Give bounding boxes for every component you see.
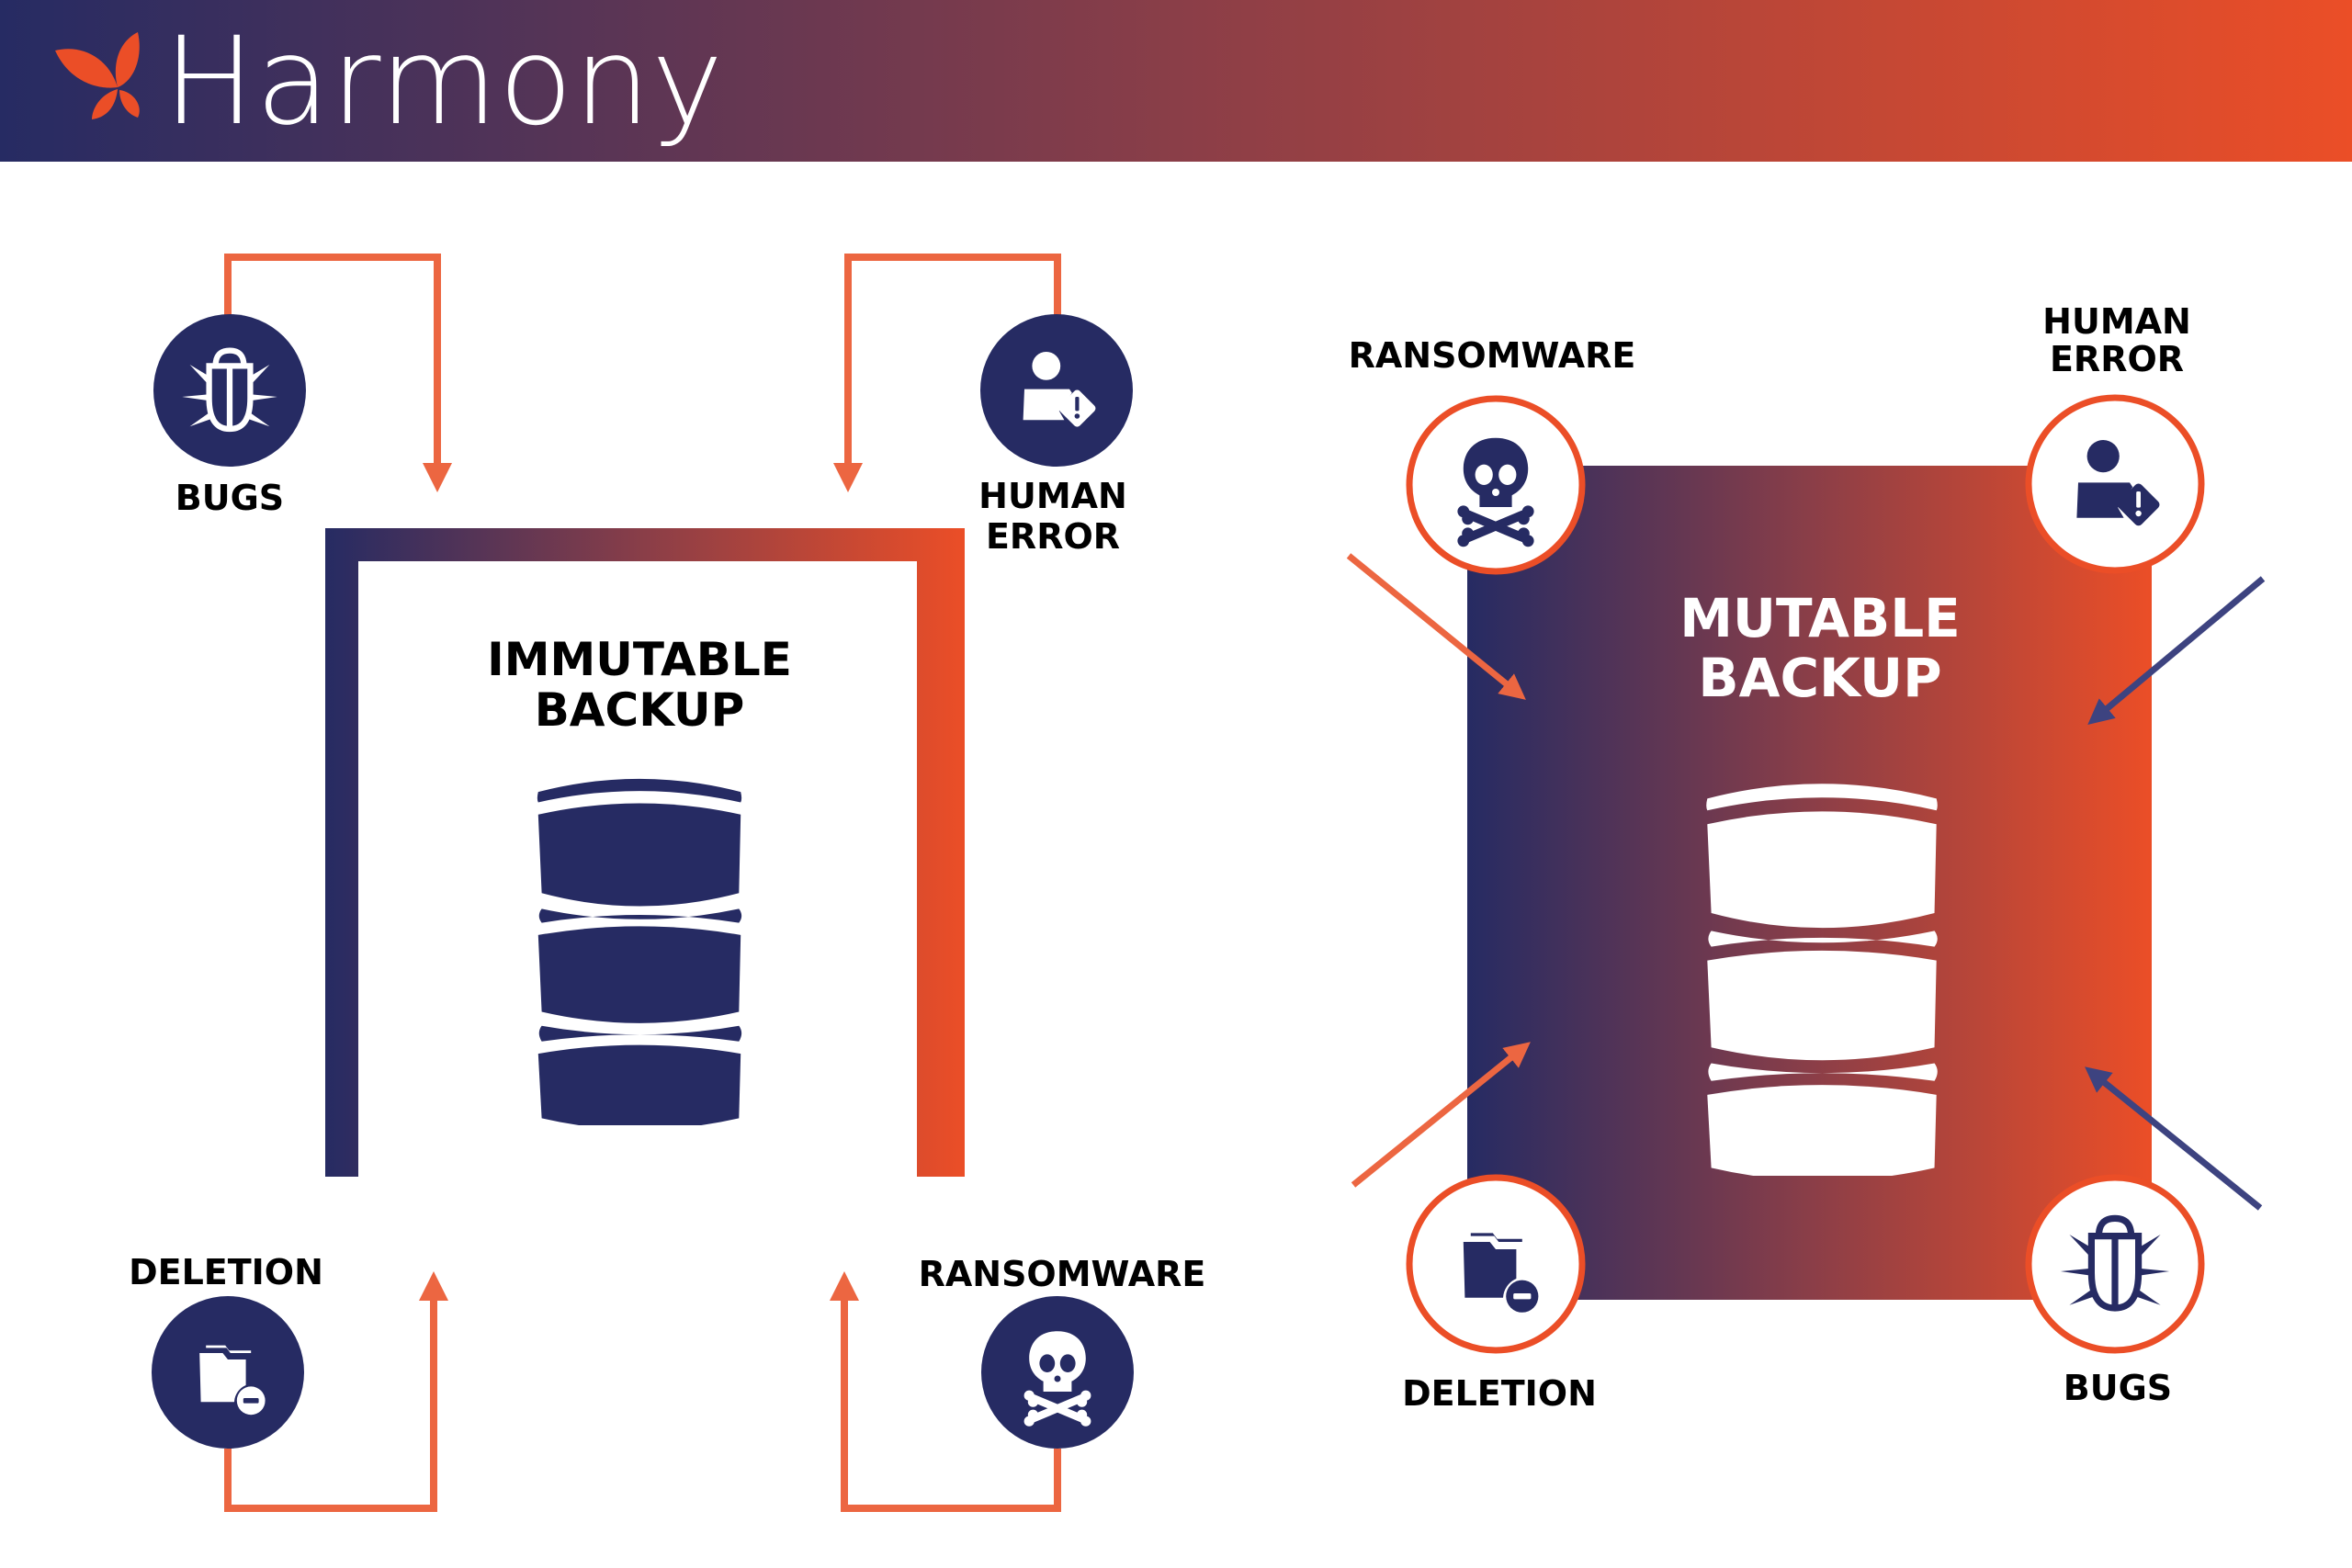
arrow-human-error [2087,576,2266,725]
immutable-title-line2: BACKUP [535,683,745,737]
mutable-title-line1: MUTABLE [1679,587,1961,649]
threat-ransomware: RANSOMWARE [919,1254,1206,1449]
threat-ransomware: RANSOMWARE [1349,335,1636,575]
database-icon [1706,784,1938,1176]
connector-bugs [224,254,452,492]
threat-label: HUMAN [978,476,1127,516]
immutable-connectors [224,254,1061,1512]
header-background [0,0,2352,162]
connector-human-error [833,254,1061,492]
threat-label: ERROR [986,516,1120,557]
attack-arrows [1346,553,2266,1211]
mutable-backup-panel: MUTABLE BACKUP RANSOMWARE HUMAN ERROR DE… [1346,301,2266,1414]
threat-human-error: HUMAN ERROR [2025,301,2205,574]
arrow-bugs [2085,1066,2263,1211]
database-icon [537,778,742,1125]
connector-ransomware [830,1271,1061,1512]
brand-name: Harmony [164,11,724,152]
connector-deletion [224,1271,448,1512]
immutable-backup-panel: IMMUTABLE BACKUP BUGS HUMAN ERROR DELETI… [129,254,1206,1512]
threat-bugs: BUGS [153,314,306,518]
threat-deletion: DELETION [129,1252,323,1449]
threat-label: DELETION [129,1252,323,1292]
arrow-deletion [1351,1042,1531,1188]
header-banner: Harmony [0,0,2352,162]
arrow-ransomware [1346,553,1526,700]
mutable-title-line2: BACKUP [1698,647,1941,709]
threat-label: RANSOMWARE [1349,335,1636,376]
threat-label: BUGS [175,478,284,518]
threat-label: RANSOMWARE [919,1254,1206,1294]
threat-bugs: BUGS [2025,1174,2205,1408]
threat-deletion: DELETION [1402,1174,1597,1414]
threat-label: ERROR [2050,339,2184,379]
threat-label: BUGS [2064,1368,2172,1408]
threat-label: HUMAN [2042,301,2191,342]
threat-human-error: HUMAN ERROR [978,314,1133,557]
butterfly-logo-icon [55,32,140,119]
immutable-title-line1: IMMUTABLE [487,633,792,686]
threat-label: DELETION [1402,1373,1597,1414]
